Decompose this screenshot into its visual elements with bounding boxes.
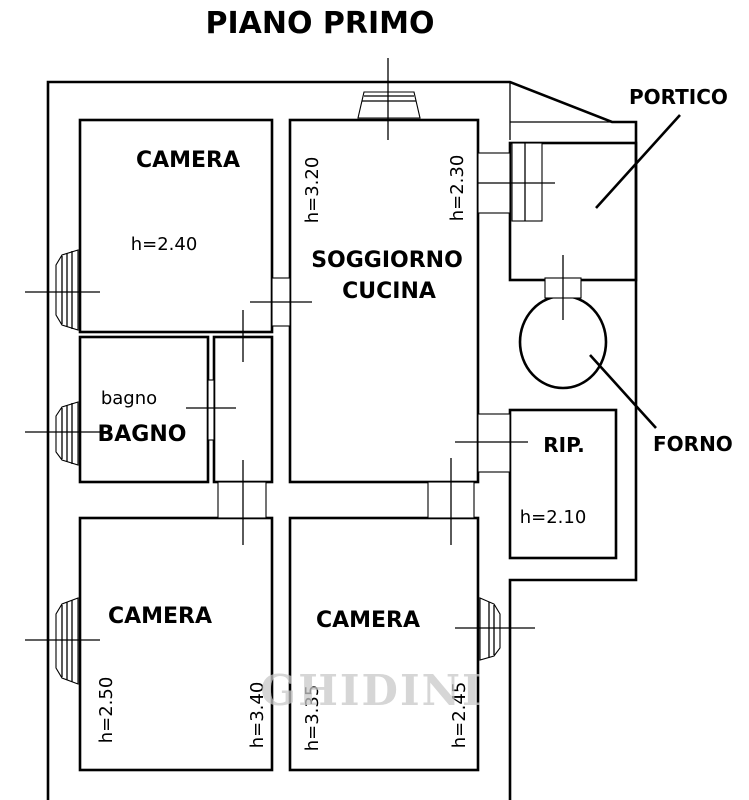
- label-camera-bottom-right: CAMERA: [316, 608, 420, 633]
- height-camera-top: h=2.40: [131, 234, 198, 255]
- height-soggiorno-left: h=3.20: [302, 157, 323, 224]
- height-camera-bottom-left-1: h=2.50: [96, 677, 117, 744]
- label-bagno-small: bagno: [101, 388, 157, 409]
- height-camera-bottom-right-1: h=3.35: [302, 685, 323, 752]
- door-portico: [477, 142, 555, 222]
- door-camera-bottom-left: [217, 460, 267, 545]
- room-bagno: [78, 335, 210, 484]
- label-portico: PORTICO: [629, 85, 728, 109]
- window-camera-top: [25, 249, 100, 331]
- room-camera-bottom-right: [288, 516, 480, 772]
- label-rip: RIP.: [543, 433, 584, 457]
- label-soggiorno: SOGGIORNO: [311, 248, 463, 273]
- door-camera-top: [250, 277, 312, 327]
- window-bagno: [25, 401, 100, 466]
- window-camera-bottom-left: [25, 597, 100, 685]
- window-camera-bottom-right: [455, 597, 535, 661]
- watermark: GHIDINI: [260, 666, 483, 715]
- room-camera-top: [78, 118, 274, 334]
- height-camera-bottom-left-2: h=3.40: [247, 682, 268, 749]
- height-rip: h=2.10: [520, 507, 587, 528]
- outer-wall: [46, 80, 638, 800]
- plan-title: PIANO PRIMO: [205, 6, 434, 41]
- portico-leader: [595, 114, 681, 209]
- label-cucina: CUCINA: [342, 279, 436, 304]
- window-soggiorno-top: [357, 58, 421, 140]
- door-camera-bottom-right: [427, 458, 475, 545]
- label-forno: FORNO: [653, 432, 733, 456]
- room-rip: [508, 408, 618, 560]
- door-bagno: [186, 379, 236, 441]
- room-camera-bottom-left: [78, 516, 274, 772]
- height-soggiorno-right: h=2.30: [447, 155, 468, 222]
- height-camera-bottom-right-2: h=2.45: [449, 682, 470, 749]
- forno-leader: [589, 354, 657, 429]
- label-bagno: BAGNO: [98, 422, 187, 447]
- door-rip: [455, 413, 528, 473]
- label-camera-top: CAMERA: [136, 148, 240, 173]
- label-camera-bottom-left: CAMERA: [108, 604, 212, 629]
